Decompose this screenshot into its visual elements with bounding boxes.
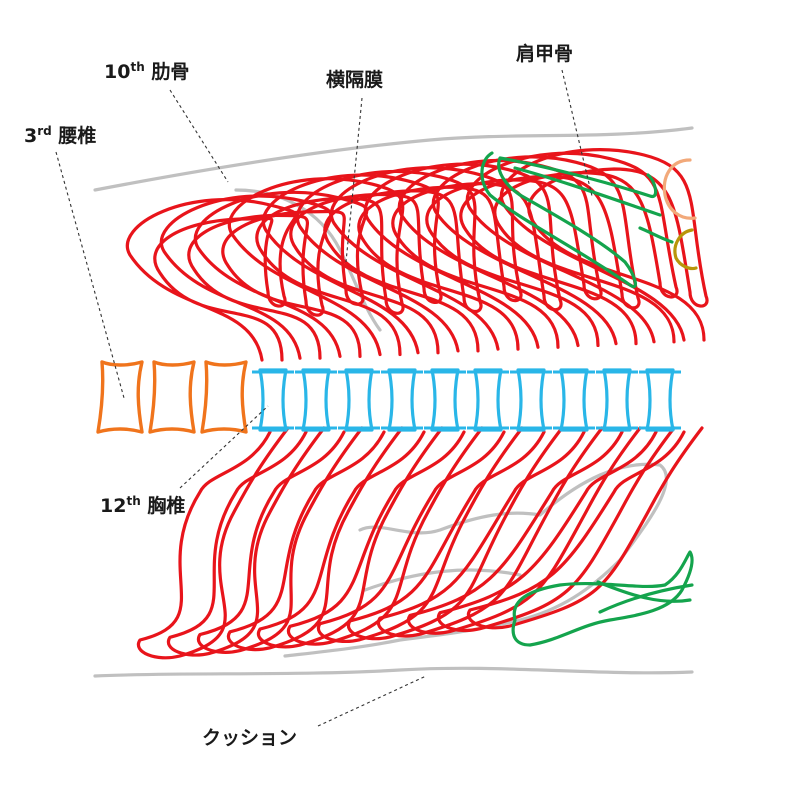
ventral-rib <box>466 426 704 630</box>
ventral-rib <box>406 426 642 635</box>
thoracic-vertebra <box>645 368 675 432</box>
humerus-head-icon <box>662 158 697 220</box>
dorsal-rib <box>194 190 369 358</box>
bottom-outline <box>93 666 694 678</box>
scapula-lower-outline <box>511 550 694 647</box>
ventral-rib <box>346 426 564 641</box>
leader-cushion <box>317 675 427 727</box>
ventral-ribs <box>136 426 704 660</box>
scapula-lower-line-b <box>598 583 694 614</box>
ventral-rib <box>196 426 364 654</box>
thoracic-vertebra <box>559 368 589 432</box>
ventral-rib <box>376 426 604 638</box>
label-scapula: 肩甲骨 <box>516 42 573 65</box>
leader-lumbar3 <box>55 151 125 399</box>
humerus-head-2-icon <box>673 228 698 271</box>
lumbar-vertebra <box>200 360 248 434</box>
ventral-rib <box>226 426 404 652</box>
dorsal-ribs <box>126 148 709 362</box>
dorsal-rib <box>228 177 405 357</box>
label-lumbar3: 3rd 腰椎 <box>24 124 96 147</box>
thoracic-vertebra <box>602 368 632 432</box>
dorsal-rib <box>126 198 298 362</box>
lumbar-vertebra <box>96 360 144 434</box>
thoracic-vertebra <box>258 368 288 432</box>
scapula-spine <box>513 166 662 217</box>
dorsal-rib <box>160 194 333 360</box>
thoracic-vertebra <box>430 368 460 432</box>
thoracic-vertebra <box>516 368 546 432</box>
leader-thoracic12 <box>179 405 269 489</box>
dorsal-rib <box>262 173 443 355</box>
thoracic-vertebrae <box>252 368 681 432</box>
scapula-lower-line-a <box>596 580 692 603</box>
ventral-rib <box>286 426 484 646</box>
thoracic-vertebra <box>344 368 374 432</box>
scapula-outline <box>480 151 658 289</box>
ventral-rib <box>136 426 290 660</box>
diaphragm-curve-lower <box>283 462 669 658</box>
thoracic-vertebra <box>473 368 503 432</box>
ventral-rib <box>166 426 326 657</box>
lumbar-vertebra <box>148 360 196 434</box>
label-rib10: 10th 肋骨 <box>104 60 189 83</box>
ventral-rib <box>256 426 444 649</box>
cushion-inner-line <box>363 568 522 592</box>
scapula-process <box>638 226 674 244</box>
label-thoracic12: 12th 胸椎 <box>100 494 185 517</box>
ventral-rib <box>316 426 524 644</box>
dorsal-rib <box>432 155 641 346</box>
lumbar-vertebrae <box>96 360 248 434</box>
leader-rib10 <box>169 89 229 183</box>
label-diaphragm: 横隔膜 <box>326 68 383 91</box>
dorsal-rib <box>364 162 563 349</box>
thoracic-vertebra <box>387 368 417 432</box>
leader-lines <box>55 69 593 727</box>
label-cushion: クッション <box>202 727 297 749</box>
ventral-rib <box>436 426 676 633</box>
dorsal-rib <box>296 169 483 353</box>
top-outline <box>93 126 694 192</box>
thoracic-vertebra <box>301 368 331 432</box>
scapula-bottom <box>511 550 694 647</box>
scapula-top <box>480 151 674 289</box>
